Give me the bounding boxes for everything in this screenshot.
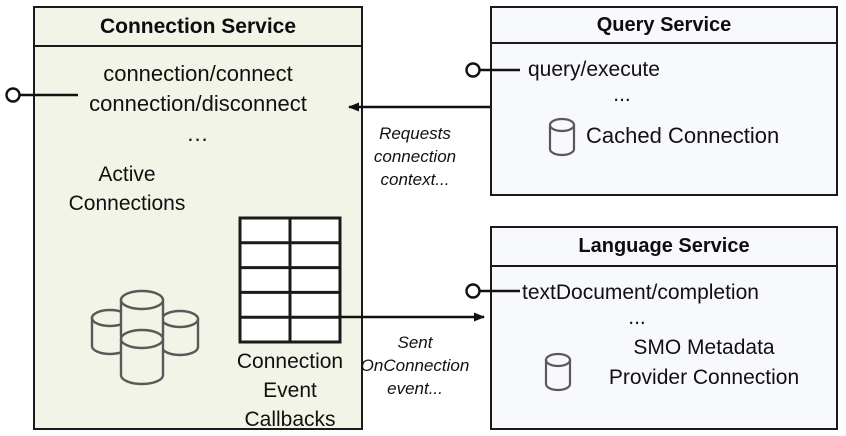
component-connection-service[interactable]: Connection Service connection/connect co…	[33, 6, 363, 431]
operation-ellipsis: ...	[187, 121, 209, 146]
smo-label-line-2: Provider Connection	[608, 366, 800, 389]
callbacks-label-line-2: Event	[263, 379, 317, 402]
sent-label-line-2: OnConnection	[360, 356, 470, 375]
database-icon	[548, 117, 576, 157]
operation-query-execute: query/execute	[528, 58, 660, 81]
query-service-title: Query Service	[492, 8, 836, 44]
active-connections-label-line-1: Active	[98, 163, 156, 186]
requests-label-line-3: context...	[380, 170, 450, 189]
component-query-service[interactable]: Query Service query/execute ... Cached C…	[490, 6, 838, 196]
language-service-body: textDocument/completion ... SMO Metadata…	[492, 267, 836, 428]
sent-label-line-3: event...	[387, 379, 443, 398]
smo-label-line-1: SMO Metadata	[633, 336, 775, 359]
language-service-title: Language Service	[492, 228, 836, 267]
operation-connection-connect: connection/connect	[103, 61, 293, 86]
arrow-label-requests-connection-context: Requests connection context...	[355, 122, 475, 191]
sent-label-line-1: Sent	[397, 333, 433, 352]
connection-service-body: connection/connect connection/disconnect…	[35, 47, 361, 431]
active-connections-label: Active Connections	[47, 160, 207, 218]
language-service-operation-ellipsis: ...	[628, 306, 646, 329]
component-language-service[interactable]: Language Service textDocument/completion…	[490, 226, 838, 430]
operation-connection-disconnect: connection/disconnect	[89, 91, 307, 116]
connection-event-callbacks-label: Connection Event Callbacks	[210, 347, 370, 434]
query-service-body: query/execute ... Cached Connection	[492, 44, 836, 194]
callbacks-label-line-3: Callbacks	[244, 408, 336, 431]
connection-service-operations: connection/connect connection/disconnect…	[35, 59, 361, 149]
active-connections-label-line-2: Connections	[68, 192, 186, 215]
requests-label-line-2: connection	[373, 147, 457, 166]
requests-label-line-1: Requests	[379, 124, 451, 143]
smo-metadata-provider-connection-label: SMO Metadata Provider Connection	[580, 333, 828, 393]
query-service-operation-ellipsis: ...	[613, 83, 631, 106]
operation-textdocument-completion: textDocument/completion	[522, 281, 759, 304]
table-grid-icon	[238, 216, 342, 344]
connection-service-title: Connection Service	[35, 8, 361, 47]
arrow-label-sent-onconnection-event: Sent OnConnection event...	[352, 331, 478, 400]
cached-connection-label: Cached Connection	[586, 123, 780, 148]
callbacks-label-line-1: Connection	[236, 350, 344, 373]
database-icon	[544, 352, 572, 392]
database-cluster-icon	[90, 289, 200, 386]
